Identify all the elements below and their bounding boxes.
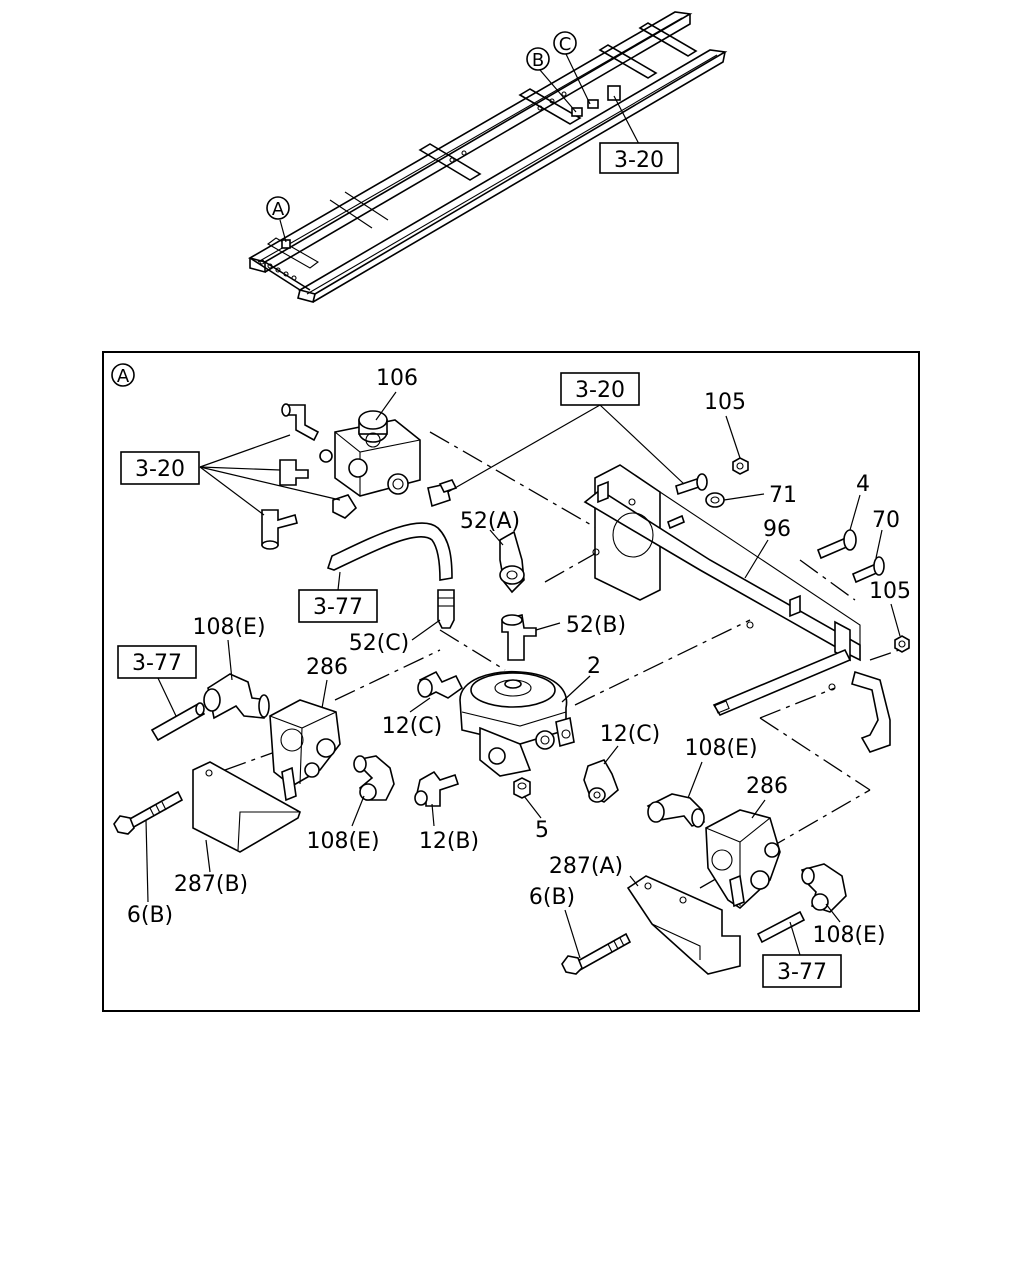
label-70: 70 xyxy=(872,508,900,533)
bolt-bracket-small xyxy=(667,514,685,530)
tee-fitting-mid xyxy=(279,459,309,486)
ref-box-3-77-left: 3-77 xyxy=(117,645,197,679)
plug-5 xyxy=(513,777,531,799)
detail-view-frame xyxy=(102,351,920,1012)
callout-c-text: C xyxy=(559,34,572,55)
view-a-text: A xyxy=(117,366,130,387)
bolt-6b-left xyxy=(113,790,184,835)
fitting-52a xyxy=(499,530,525,594)
ref-box-3-20-center: 3-20 xyxy=(560,372,640,406)
assembly-dashed-lines xyxy=(224,431,906,889)
hose-3-77-center xyxy=(326,522,453,581)
callout-b-text: B xyxy=(532,50,544,71)
hose-3-77-left xyxy=(150,702,206,742)
label-96: 96 xyxy=(763,517,791,542)
label-52c: 52(C) xyxy=(349,631,410,656)
callout-b-overview: B xyxy=(526,47,550,71)
shield-287b xyxy=(192,761,301,853)
elbow-fitting-top xyxy=(281,403,320,442)
label-105-top: 105 xyxy=(704,390,746,415)
label-286-left: 286 xyxy=(306,655,348,680)
bolt-105-top xyxy=(732,457,749,475)
nipple-52c xyxy=(437,589,455,629)
ref-3-77-center-text: 3-77 xyxy=(313,595,363,620)
bolt-6b-right xyxy=(561,932,632,975)
label-287b: 287(B) xyxy=(174,872,248,897)
label-12c-left: 12(C) xyxy=(382,714,443,739)
label-52b: 52(B) xyxy=(566,613,626,638)
nut-105-right xyxy=(894,635,910,653)
bolt-4 xyxy=(816,529,857,560)
label-6b-left: 6(B) xyxy=(127,903,173,928)
label-106: 106 xyxy=(376,366,418,391)
label-105-right: 105 xyxy=(869,579,911,604)
elbow-108e-bottom-right xyxy=(800,863,847,913)
ref-box-3-77-bottom-right: 3-77 xyxy=(762,954,842,988)
ref-3-77-bottom-right-text: 3-77 xyxy=(777,960,827,985)
label-108e-bottom-left: 108(E) xyxy=(306,829,379,854)
elbow-12c-left xyxy=(417,670,464,699)
washer-71 xyxy=(705,492,725,508)
label-4: 4 xyxy=(856,472,870,497)
callout-c-overview: C xyxy=(553,31,577,55)
small-fitting-mid xyxy=(332,494,358,519)
ref-3-20-center-text: 3-20 xyxy=(575,378,625,403)
bolt-upper-bracket xyxy=(675,473,708,496)
label-2: 2 xyxy=(587,654,601,679)
elbow-108e-bottom-left xyxy=(353,755,395,801)
label-12b: 12(B) xyxy=(419,829,479,854)
view-a-marker: A xyxy=(111,363,135,387)
callout-a-text: A xyxy=(272,199,285,220)
ref-box-3-77-center: 3-77 xyxy=(298,589,378,623)
elbow-108e-mid-right xyxy=(646,793,705,828)
ref-box-3-20-overview: 3-20 xyxy=(599,142,679,174)
label-52a: 52(A) xyxy=(460,509,520,534)
bolt-70 xyxy=(851,556,885,584)
label-71: 71 xyxy=(769,483,797,508)
elbow-108e-top-left xyxy=(203,673,270,720)
relay-valve-2 xyxy=(459,670,575,777)
tee-fitting-low xyxy=(261,509,298,550)
label-287a: 287(A) xyxy=(549,854,623,879)
elbow-12c-right xyxy=(583,759,619,803)
ref-box-3-20-left: 3-20 xyxy=(120,451,200,485)
hose-3-77-bottom-right xyxy=(756,910,806,944)
label-286-right: 286 xyxy=(746,774,788,799)
callout-a-overview: A xyxy=(266,196,290,220)
leader-lines xyxy=(145,391,901,959)
label-108e-top-left: 108(E) xyxy=(192,615,265,640)
shield-287a xyxy=(626,875,741,975)
chassis-frame-overview xyxy=(247,11,728,303)
fitting-52b xyxy=(501,614,537,661)
ref-3-20-overview-text: 3-20 xyxy=(614,148,664,173)
mounting-bracket-96 xyxy=(583,464,891,753)
label-108e-bottom-right: 108(E) xyxy=(812,923,885,948)
part-labels: 106 105 71 4 70 96 105 52(A) 52(B) 52(C)… xyxy=(127,366,911,948)
valve-286-right xyxy=(705,809,781,910)
label-12c-right: 12(C) xyxy=(600,722,661,747)
label-108e-mid-right: 108(E) xyxy=(684,736,757,761)
ref-3-20-left-text: 3-20 xyxy=(135,457,185,482)
elbow-fitting-right xyxy=(427,479,458,508)
valve-106 xyxy=(319,410,421,497)
label-6b-right: 6(B) xyxy=(529,885,575,910)
label-5: 5 xyxy=(535,818,549,843)
ref-3-77-left-text: 3-77 xyxy=(132,651,182,676)
valve-286-left xyxy=(269,699,341,802)
tee-12b xyxy=(414,770,460,807)
